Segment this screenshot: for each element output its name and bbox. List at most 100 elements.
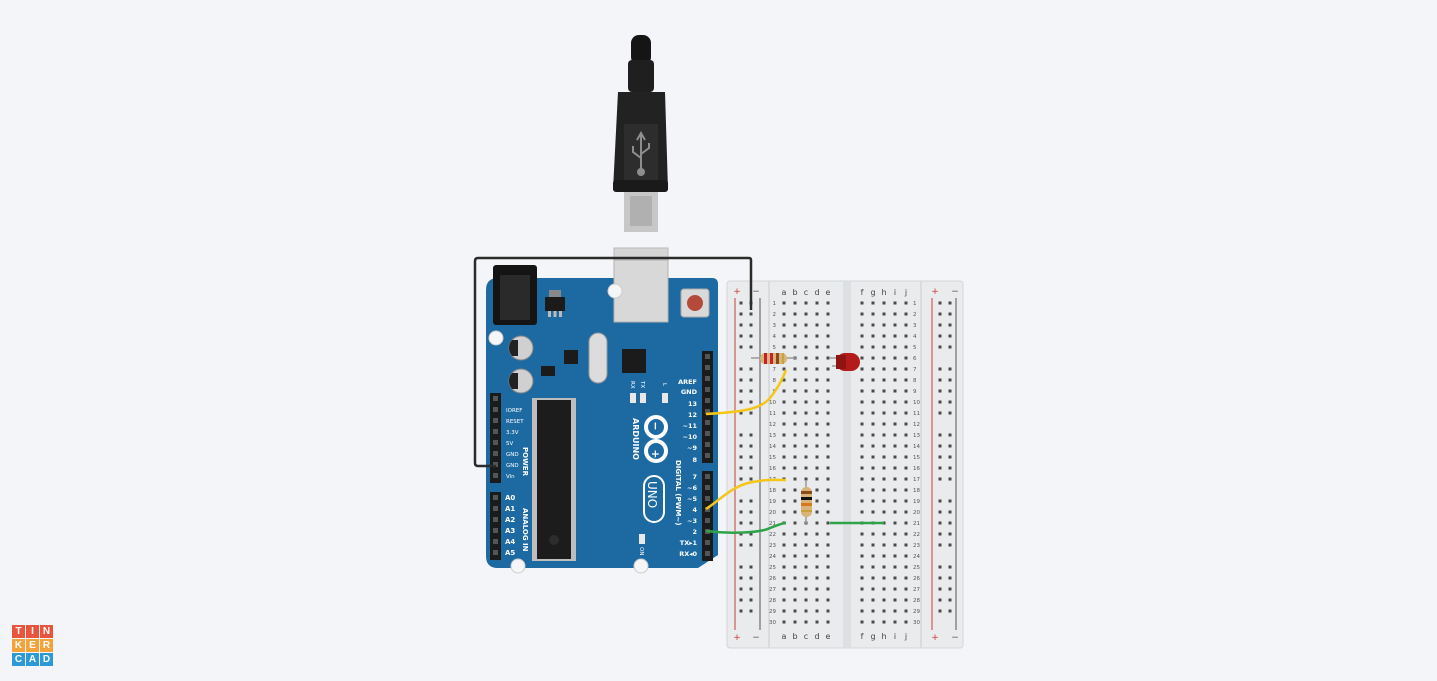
breadboard-hole[interactable] xyxy=(815,510,819,514)
header-pin[interactable] xyxy=(705,453,710,458)
breadboard-hole[interactable] xyxy=(793,510,797,514)
breadboard-hole[interactable] xyxy=(871,620,875,624)
breadboard-hole[interactable] xyxy=(739,367,743,371)
breadboard-hole[interactable] xyxy=(904,598,908,602)
breadboard-hole[interactable] xyxy=(804,301,808,305)
breadboard-hole[interactable] xyxy=(739,433,743,437)
breadboard[interactable]: 1122334455667788991010111112121313141415… xyxy=(726,280,964,649)
breadboard-hole[interactable] xyxy=(793,521,797,525)
breadboard-hole[interactable] xyxy=(804,378,808,382)
breadboard-hole[interactable] xyxy=(948,411,952,415)
breadboard-hole[interactable] xyxy=(739,301,743,305)
breadboard-hole[interactable] xyxy=(948,389,952,393)
header-pin[interactable] xyxy=(705,540,710,545)
breadboard-hole[interactable] xyxy=(893,510,897,514)
breadboard-hole[interactable] xyxy=(793,598,797,602)
breadboard-hole[interactable] xyxy=(904,466,908,470)
breadboard-hole[interactable] xyxy=(882,400,886,404)
breadboard-hole[interactable] xyxy=(882,554,886,558)
breadboard-hole[interactable] xyxy=(815,312,819,316)
breadboard-hole[interactable] xyxy=(938,378,942,382)
breadboard-hole[interactable] xyxy=(904,422,908,426)
breadboard-hole[interactable] xyxy=(804,543,808,547)
breadboard-hole[interactable] xyxy=(948,367,952,371)
breadboard-hole[interactable] xyxy=(938,444,942,448)
breadboard-hole[interactable] xyxy=(860,488,864,492)
breadboard-hole[interactable] xyxy=(948,576,952,580)
breadboard-hole[interactable] xyxy=(904,543,908,547)
breadboard-hole[interactable] xyxy=(815,598,819,602)
breadboard-hole[interactable] xyxy=(826,510,830,514)
breadboard-hole[interactable] xyxy=(948,455,952,459)
breadboard-hole[interactable] xyxy=(826,477,830,481)
breadboard-hole[interactable] xyxy=(882,499,886,503)
breadboard-hole[interactable] xyxy=(782,532,786,536)
breadboard-hole[interactable] xyxy=(782,587,786,591)
breadboard-hole[interactable] xyxy=(871,345,875,349)
breadboard-hole[interactable] xyxy=(782,389,786,393)
breadboard-hole[interactable] xyxy=(826,433,830,437)
breadboard-hole[interactable] xyxy=(860,367,864,371)
breadboard-hole[interactable] xyxy=(793,367,797,371)
breadboard-hole[interactable] xyxy=(860,378,864,382)
breadboard-hole[interactable] xyxy=(860,389,864,393)
breadboard-hole[interactable] xyxy=(815,367,819,371)
breadboard-hole[interactable] xyxy=(904,488,908,492)
breadboard-hole[interactable] xyxy=(826,554,830,558)
breadboard-hole[interactable] xyxy=(749,598,753,602)
breadboard-hole[interactable] xyxy=(826,389,830,393)
breadboard-hole[interactable] xyxy=(826,323,830,327)
breadboard-hole[interactable] xyxy=(826,620,830,624)
breadboard-hole[interactable] xyxy=(749,609,753,613)
breadboard-hole[interactable] xyxy=(948,433,952,437)
breadboard-hole[interactable] xyxy=(739,521,743,525)
breadboard-hole[interactable] xyxy=(948,598,952,602)
breadboard-hole[interactable] xyxy=(948,565,952,569)
breadboard-hole[interactable] xyxy=(739,587,743,591)
breadboard-hole[interactable] xyxy=(860,554,864,558)
breadboard-hole[interactable] xyxy=(749,345,753,349)
breadboard-hole[interactable] xyxy=(804,433,808,437)
breadboard-hole[interactable] xyxy=(938,532,942,536)
breadboard-hole[interactable] xyxy=(749,323,753,327)
breadboard-hole[interactable] xyxy=(826,400,830,404)
breadboard-hole[interactable] xyxy=(815,334,819,338)
breadboard-hole[interactable] xyxy=(782,444,786,448)
breadboard-hole[interactable] xyxy=(938,312,942,316)
breadboard-hole[interactable] xyxy=(739,609,743,613)
breadboard-hole[interactable] xyxy=(904,477,908,481)
breadboard-hole[interactable] xyxy=(739,565,743,569)
breadboard-hole[interactable] xyxy=(826,444,830,448)
breadboard-hole[interactable] xyxy=(782,466,786,470)
breadboard-hole[interactable] xyxy=(749,499,753,503)
breadboard-hole[interactable] xyxy=(749,543,753,547)
breadboard-hole[interactable] xyxy=(948,466,952,470)
header-pin[interactable] xyxy=(705,376,710,381)
breadboard-hole[interactable] xyxy=(904,345,908,349)
breadboard-hole[interactable] xyxy=(938,521,942,525)
breadboard-hole[interactable] xyxy=(938,565,942,569)
breadboard-hole[interactable] xyxy=(749,334,753,338)
breadboard-hole[interactable] xyxy=(826,532,830,536)
breadboard-hole[interactable] xyxy=(749,576,753,580)
breadboard-hole[interactable] xyxy=(793,345,797,349)
breadboard-hole[interactable] xyxy=(938,367,942,371)
breadboard-hole[interactable] xyxy=(882,433,886,437)
breadboard-hole[interactable] xyxy=(882,334,886,338)
breadboard-hole[interactable] xyxy=(871,411,875,415)
breadboard-hole[interactable] xyxy=(815,477,819,481)
resistor-2[interactable] xyxy=(801,480,812,524)
breadboard-hole[interactable] xyxy=(871,576,875,580)
breadboard-hole[interactable] xyxy=(782,609,786,613)
breadboard-hole[interactable] xyxy=(893,521,897,525)
breadboard-hole[interactable] xyxy=(893,543,897,547)
breadboard-hole[interactable] xyxy=(749,455,753,459)
breadboard-hole[interactable] xyxy=(904,576,908,580)
header-pin[interactable] xyxy=(493,517,498,522)
breadboard-hole[interactable] xyxy=(749,521,753,525)
breadboard-hole[interactable] xyxy=(793,378,797,382)
breadboard-hole[interactable] xyxy=(782,367,786,371)
header-pin[interactable] xyxy=(705,518,710,523)
breadboard-hole[interactable] xyxy=(804,554,808,558)
